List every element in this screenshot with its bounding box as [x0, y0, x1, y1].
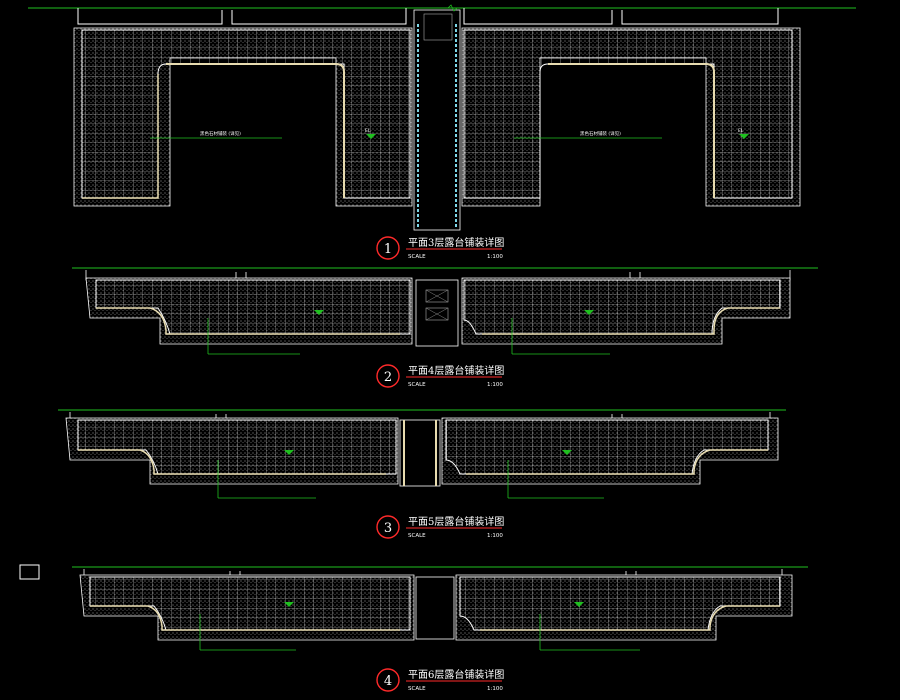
elevation-marker-1a: EL	[365, 128, 376, 139]
svg-text:黑色石材铺装 (详见): 黑色石材铺装 (详见)	[200, 130, 241, 137]
elevation-marker-1b: EL	[738, 128, 749, 139]
scale-value: 1:100	[487, 382, 503, 388]
detail-number: 1	[384, 242, 392, 257]
detail-title: 平面3层露台铺装详图	[408, 236, 504, 249]
detail-title-block-4: 4 平面6层露台铺装详图 SCALE 1:100	[376, 668, 504, 692]
svg-text:黑色石材铺装 (详见): 黑色石材铺装 (详见)	[580, 130, 621, 137]
elevation-marker-4a	[284, 602, 294, 607]
elevation-marker-4b	[574, 602, 584, 607]
scale-value: 1:100	[487, 533, 503, 539]
detail-title: 平面5层露台铺装详图	[408, 515, 504, 528]
detail-number: 3	[384, 521, 392, 536]
elevation-marker-2a	[314, 310, 324, 315]
detail-number: 2	[384, 370, 392, 385]
detail-title-block-1: 1 平面3层露台铺装详图 SCALE 1:100	[376, 236, 504, 260]
detail-plan-3	[58, 409, 786, 499]
scale-label: SCALE	[408, 686, 426, 692]
svg-text:EL: EL	[738, 128, 744, 134]
elevation-marker-3a	[284, 450, 294, 455]
detail-plan-1: 黑色石材铺装 (详见) 黑色石材铺装 (详见) EL EL	[28, 4, 856, 231]
detail-plan-2	[72, 267, 818, 355]
detail-number: 4	[384, 674, 392, 689]
scale-label: SCALE	[408, 533, 426, 539]
detail-plan-4	[72, 566, 808, 651]
detail-title-block-2: 2 平面4层露台铺装详图 SCALE 1:100	[376, 364, 504, 388]
scale-value: 1:100	[487, 254, 503, 260]
empty-rectangle-icon[interactable]	[19, 564, 40, 580]
svg-text:EL: EL	[365, 128, 371, 134]
detail-number-circle	[376, 236, 400, 260]
elevation-marker-3b	[562, 450, 572, 455]
elevation-marker-2b	[584, 310, 594, 315]
detail-title-block-3: 3 平面5层露台铺装详图 SCALE 1:100	[376, 515, 504, 539]
scale-label: SCALE	[408, 382, 426, 388]
detail-number-circle	[376, 668, 400, 692]
detail-title: 平面6层露台铺装详图	[408, 668, 504, 681]
detail-title: 平面4层露台铺装详图	[408, 364, 504, 377]
detail-title-blocks: 1 平面3层露台铺装详图 SCALE 1:100 2 平面4层露台铺装详图 SCALE 1:1…	[376, 236, 504, 692]
detail-number-circle	[376, 515, 400, 539]
scale-label: SCALE	[408, 254, 426, 260]
detail-number-circle	[376, 364, 400, 388]
scale-value: 1:100	[487, 686, 503, 692]
zigzag-break-icon	[447, 4, 458, 12]
